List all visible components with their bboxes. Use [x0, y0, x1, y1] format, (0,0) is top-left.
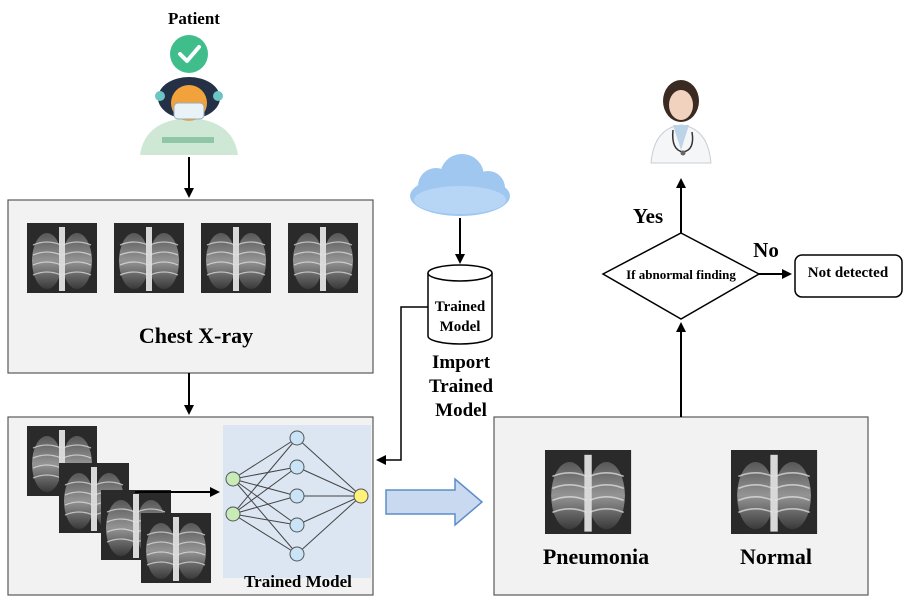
- xray-image-2: [113, 222, 185, 294]
- neural-network-nodes: [225, 430, 369, 562]
- pneumonia-xray: [544, 449, 632, 535]
- xray-image-4: [287, 222, 359, 294]
- database-cylinder-icon: [427, 264, 493, 345]
- patient-label: Patient: [168, 9, 220, 28]
- cloud-icon: [410, 154, 510, 216]
- stacked-xray-4: [140, 512, 212, 584]
- neural-network-edges: [232, 437, 362, 555]
- hollow-arrow: [385, 477, 484, 527]
- normal-xray: [730, 449, 818, 535]
- decision-label: If abnormal finding: [626, 267, 736, 282]
- yes-label: Yes: [633, 204, 663, 228]
- check-circle-icon: [170, 35, 208, 73]
- chest-xray-label: Chest X-ray: [139, 323, 253, 348]
- db-label-line2: Model: [440, 319, 481, 335]
- no-label: No: [753, 238, 779, 262]
- not-detected-label: Not detected: [808, 265, 889, 281]
- import-connector: [376, 306, 428, 465]
- not-detected-box: [794, 254, 903, 298]
- masked-patient-icon: [140, 77, 238, 155]
- decision-diamond: [601, 232, 761, 320]
- pneumonia-label: Pneumonia: [543, 544, 649, 569]
- xray-image-1: [26, 222, 98, 294]
- import-label-line2: Trained: [429, 376, 493, 397]
- import-label-line3: Model: [435, 400, 487, 421]
- import-label-line1: Import: [432, 352, 491, 373]
- normal-label: Normal: [740, 544, 812, 569]
- xray-image-3: [200, 222, 272, 294]
- doctor-icon: [650, 80, 712, 164]
- db-label-line1: Trained: [435, 299, 486, 315]
- trained-model-label: Trained Model: [244, 572, 352, 591]
